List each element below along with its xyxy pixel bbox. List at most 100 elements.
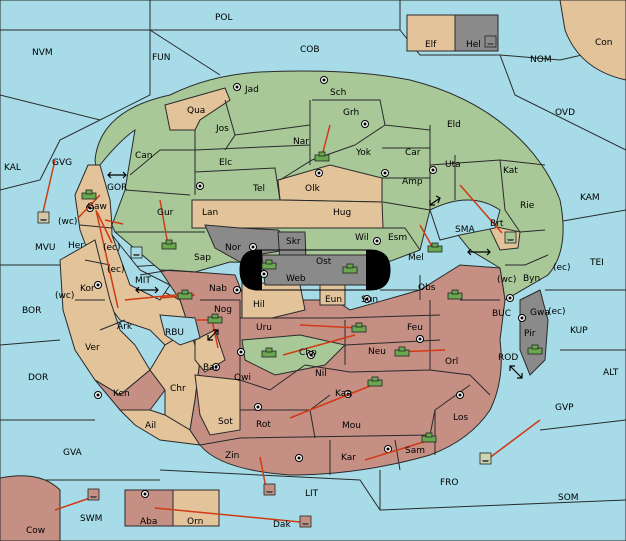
fleet-icon [87,488,100,501]
label-jos: Jos [215,124,229,134]
coast-labels: (wc) (ec) (ec) (wc) (wc) (ec) (ec) [55,217,571,317]
label-los: Los [453,413,468,423]
label-uta: Uta [445,160,461,170]
label-hel: Hel [466,40,481,50]
label-brt: Brt [490,219,504,229]
region-lan-hug[interactable] [191,199,384,229]
label-elc: Elc [219,158,232,168]
label-nog: Nog [214,305,232,315]
label-gvg: GVG [52,158,72,168]
region-orn[interactable] [172,489,220,527]
label-gur: Gur [157,208,174,218]
label-qwi: Qwi [234,373,251,383]
label-bar: Bar [203,363,219,373]
label-wil: Wil [355,233,369,243]
label-coast-wc: (wc) [55,291,74,301]
label-cob: COB [300,45,320,55]
label-her: Her [68,241,84,251]
center-cap-right [366,250,390,290]
army-icon [527,344,543,355]
label-sch: Sch [330,88,346,98]
army-icon [261,347,277,358]
label-zin: Zin [225,451,239,461]
label-kar: Kar [341,453,356,463]
label-ost: Ost [316,257,332,267]
label-ken: Ken [113,389,130,399]
label-nom: NOM [530,55,552,65]
army-icon [427,242,443,253]
region-brt[interactable] [487,224,521,251]
label-cow: Cow [26,526,45,536]
label-fro: FRO [440,478,459,488]
label-kaa: Kaa [335,389,352,399]
label-ver: Ver [85,343,100,353]
region-elf[interactable] [406,14,456,52]
label-uru: Uru [256,323,272,333]
army-units [81,151,543,443]
label-can: Can [135,151,153,161]
label-car: Car [405,148,421,158]
label-coast-ec: (ec) [553,263,571,273]
fleet-icon [130,246,143,259]
label-pol: POL [215,13,233,23]
label-orl: Orl [445,357,458,367]
label-mou: Mou [342,421,361,431]
label-nor: Nor [225,243,241,253]
fleet-units [37,35,517,528]
land-labels: Con Elf Hel Jad Sch Qua Jos Grh Eld Can … [26,38,613,536]
label-hil: Hil [253,300,265,310]
label-gor: GOR [107,183,127,193]
label-obs: Obs [418,283,436,293]
army-icon [207,313,223,324]
label-con: Con [595,38,613,48]
label-eun: Eun [325,295,342,305]
label-tel: Tel [252,184,265,194]
label-swm: SWM [80,514,102,524]
label-sam: Sam [405,446,425,456]
sea-labels: POL COB NVM FUN NOM OVD KAL GVG GOR MVU … [4,13,619,524]
label-fun: FUN [152,53,171,63]
fleet-icon [299,515,312,528]
label-mvu: MVU [35,243,56,253]
label-kal: KAL [4,163,21,173]
sea-rbu-inner [159,314,201,346]
label-rie: Rie [520,201,535,211]
label-som: SOM [558,493,579,503]
sea-mit-inner [111,234,171,301]
label-feu: Feu [407,323,423,333]
label-skr: Skr [286,237,301,247]
region-cow[interactable] [0,475,61,541]
label-coast-ec: (ec) [107,265,125,275]
label-nab: Nab [209,284,227,294]
label-tei: TEI [589,258,604,268]
army-icon [177,289,193,300]
label-lit: LIT [305,489,319,499]
label-neu: Neu [368,347,386,357]
label-buc: BUC [492,309,511,319]
order-arrows [42,124,541,523]
label-ail: Ail [145,421,156,431]
label-pir: Pir [524,329,536,339]
army-icon [421,432,437,443]
label-mit: MIT [135,276,151,286]
army-icon [394,346,410,357]
label-sot: Sot [218,417,233,427]
region-qua[interactable] [164,87,231,131]
label-byn: Byn [523,274,540,284]
label-web: Web [286,274,306,284]
label-gaw: Gaw [87,202,107,212]
label-nil: Nil [315,369,327,379]
label-nvm: NVM [32,48,53,58]
fleet-icon [37,211,50,224]
label-grh: Grh [343,108,359,118]
label-rod: ROD [498,353,518,363]
label-jad: Jad [244,85,259,95]
label-dak: Dak [273,520,291,530]
label-yok: Yok [355,148,372,158]
fleet-icon [504,231,517,244]
region-sot[interactable] [194,374,241,436]
fleet-icon [479,452,492,465]
label-mel: Mel [408,253,424,263]
label-chp: Chp [299,348,317,358]
